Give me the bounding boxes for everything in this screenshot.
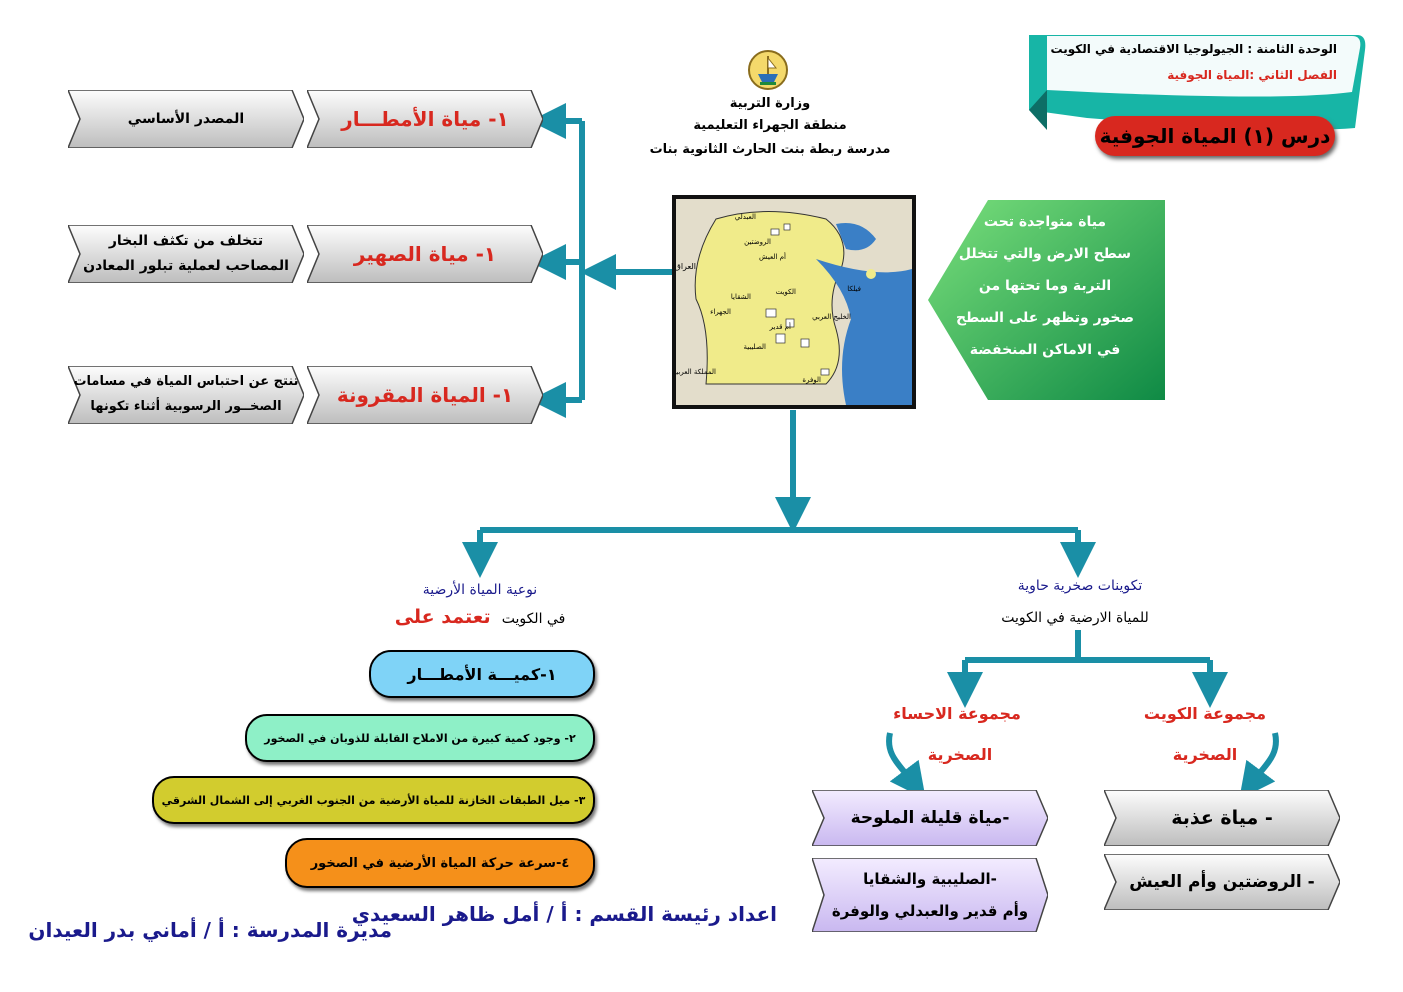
- quality-title-line-1: نوعية المياة الأرضية: [422, 582, 538, 598]
- definition-line-5: في الاماكن المنخفضة: [969, 342, 1121, 358]
- ahsa-group-location-line-1: -الصليبية والشقايا: [863, 870, 997, 888]
- quality-factor-2: ٢- وجود كمية كبيرة من الاملاح القابلة لل…: [245, 714, 595, 762]
- district-name: منطقة الجهراء التعليمية: [693, 118, 847, 133]
- quality-factor-1: ١-كميـــة الأمطـــار: [369, 650, 595, 698]
- quality-factor-1-text: ١-كميـــة الأمطـــار: [407, 664, 557, 684]
- quality-factor-4: ٤-سرعة حركة المياة الأرضية في الصخور: [285, 838, 595, 888]
- ahsa-group-water-box: -مياة قليلة الملوحة: [812, 790, 1048, 846]
- lesson-title: درس (١) المياة الجوفية: [1099, 124, 1331, 148]
- map-label-saudi: المملكة العربية السعودية: [676, 368, 716, 376]
- water-type-magmatic-desc-line-2: المصاحب لعملية تبلور المعادن: [83, 258, 289, 274]
- map-label-umm-al-aish: أم العيش: [759, 252, 786, 261]
- water-type-connate-desc: تنتج عن احتباس المياة في مسامات الصخــور…: [68, 366, 304, 424]
- kuwait-group-locations: - الروضتين وأم العيش: [1129, 872, 1315, 892]
- ahsa-group-location-line-2: وأم قدير والعبدلي والوفرة: [831, 902, 1029, 920]
- water-type-connate-desc-line-2: الصخــور الرسوبية أثناء تكونها: [90, 399, 282, 414]
- ahsa-group-water: -مياة قليلة الملوحة: [850, 808, 1010, 828]
- map-label-abdali: العبدلي: [735, 213, 756, 221]
- water-type-connate-label: ١- المياة المقرونة: [336, 383, 514, 407]
- quality-title-region: في الكويت: [501, 611, 566, 627]
- unit-banner: الوحدة الثامنة : الجيولوجيا الاقتصادية ف…: [1027, 30, 1367, 135]
- map-label-rawdatain: الروضتين: [744, 238, 771, 246]
- kuwait-group-water: - مياة عذبة: [1171, 807, 1273, 829]
- school-name: مدرسة ربطة بنت الحارث الثانوية بنات: [649, 142, 891, 157]
- definition-line-4: صخور وتظهر على السطح: [955, 310, 1135, 326]
- footer-principal: مديرة المدرسة : أ / أماني بدر العيدان: [28, 918, 392, 942]
- map-label-iraq: العراق: [676, 262, 696, 271]
- map-label-kuwait: الكويت: [776, 288, 796, 296]
- quality-factor-4-text: ٤-سرعة حركة المياة الأرضية في الصخور: [310, 855, 570, 871]
- ahsa-group-locations-box: -الصليبية والشقايا وأم قدير والعبدلي وال…: [812, 858, 1048, 932]
- unit-title: الوحدة الثامنة : الجيولوجيا الاقتصادية ف…: [1050, 42, 1337, 56]
- map-label-sulaibiya: الصليبية: [743, 343, 766, 351]
- ahsa-group-title-line-1: مجموعة الاحساء: [893, 704, 1021, 723]
- water-type-magmatic-label: ١- مياة الصهير: [353, 242, 497, 266]
- map-label-shigaya: الشقايا: [731, 293, 751, 301]
- quality-title-line-2: في الكويت تعتمد على: [360, 606, 600, 628]
- water-type-rain: ١- مياة الأمطـــار: [307, 90, 543, 148]
- kuwait-group-water-box: - مياة عذبة: [1104, 790, 1340, 846]
- footer-prepared-by: اعداد رئيسة القسم : أ / أمل ظاهر السعيدي: [351, 902, 777, 926]
- quality-title-emphasis: تعتمد على: [394, 606, 491, 628]
- water-type-rain-label: ١- مياة الأمطـــار: [341, 107, 509, 131]
- water-type-rain-desc: المصدر الأساسي: [68, 90, 304, 148]
- ministry-emblem-icon: [746, 48, 790, 92]
- water-type-magmatic-desc: تتخلف من تكثف البخار المصاحب لعملية تبلو…: [68, 225, 304, 283]
- quality-factor-3-text: ٣- ميل الطبقات الخازنة للمياة الأرضية من…: [161, 793, 586, 807]
- water-type-magmatic-desc-line-1: تتخلف من تكثف البخار: [108, 233, 264, 249]
- map-label-wafra: الوفرة: [802, 376, 821, 384]
- map-label-umm-gudair: أم قدير: [769, 322, 791, 331]
- water-type-connate-desc-line-1: تنتج عن احتباس المياة في مسامات: [73, 374, 299, 389]
- chapter-title: الفصل الثاني :المياة الجوفية: [1167, 68, 1337, 82]
- ministry-name: وزارة التربية: [729, 96, 811, 111]
- kuwait-group-locations-box: - الروضتين وأم العيش: [1104, 854, 1340, 910]
- formations-title-line-1: تكوينات صخرية حاوية: [1017, 578, 1143, 594]
- kuwait-group-title-line-2: الصخرية: [1172, 745, 1238, 764]
- water-type-connate: ١- المياة المقرونة: [307, 366, 543, 424]
- ahsa-group-title-line-2: الصخرية: [927, 745, 993, 764]
- water-type-magmatic: ١- مياة الصهير: [307, 225, 543, 283]
- quality-factor-3: ٣- ميل الطبقات الخازنة للمياة الأرضية من…: [152, 776, 595, 824]
- lesson-badge: درس (١) المياة الجوفية: [1095, 116, 1335, 156]
- definition-box: مياة متواجدة تحت سطح الارض والتي تتخلل ا…: [928, 200, 1165, 400]
- definition-line-2: سطح الارض والتي تتخلل: [958, 246, 1132, 262]
- definition-line-3: التربة وما تحتها من: [978, 278, 1112, 294]
- water-type-rain-desc-line-1: المصدر الأساسي: [127, 111, 245, 127]
- map-label-gulf: الخليج العربي: [812, 313, 851, 321]
- kuwait-group-title-line-1: مجموعة الكويت: [1143, 704, 1267, 723]
- kuwait-map: العراق الجهراء الكويت الخليج العربي فيلك…: [672, 195, 916, 409]
- quality-factor-2-text: ٢- وجود كمية كبيرة من الاملاح القابلة لل…: [264, 731, 576, 745]
- definition-line-1: مياة متواجدة تحت: [983, 214, 1107, 230]
- map-label-failaka: فيلكا: [847, 285, 861, 293]
- map-label-jahra: الجهراء: [710, 308, 731, 316]
- formations-title-line-2: للمياة الارضية في الكويت: [1001, 610, 1149, 626]
